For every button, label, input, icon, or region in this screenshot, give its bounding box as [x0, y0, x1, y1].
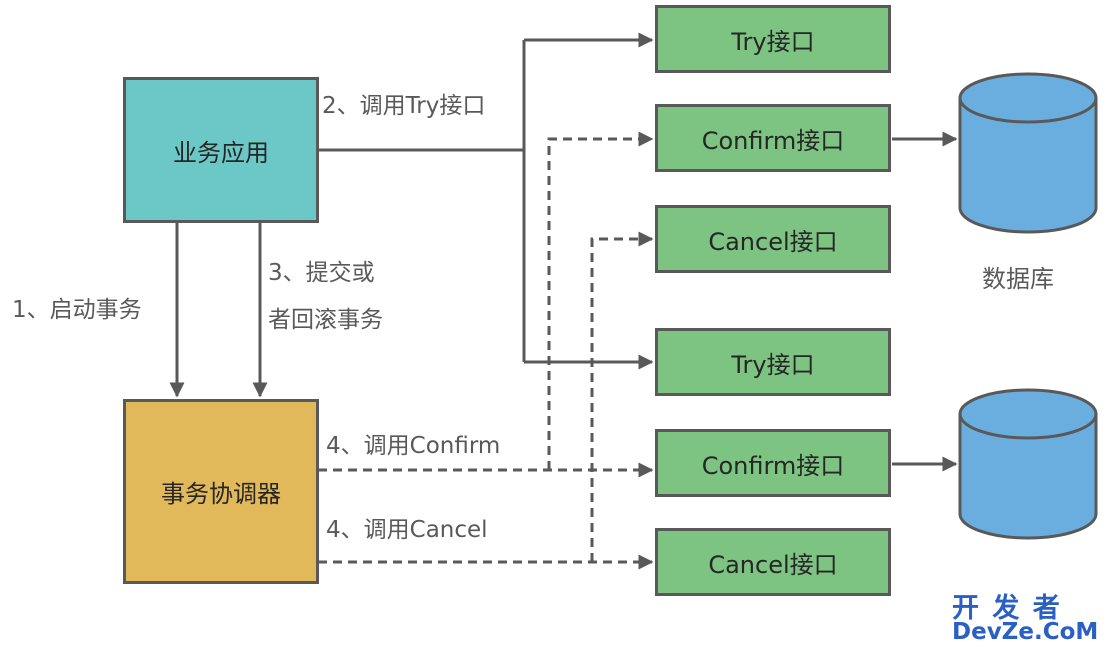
edge-label-call-confirm: 4、调用Confirm [326, 433, 501, 459]
edge-label-commit-rollback-2: 者回滚事务 [268, 307, 383, 333]
watermark-logo-top: 开 发 者 [952, 593, 1062, 624]
business-app-node: 业务应用 [123, 77, 319, 223]
cancel-branch-1 [590, 231, 654, 562]
try-interface-1: Try接口 [655, 5, 891, 73]
cancel-interface-2: Cancel接口 [655, 528, 891, 596]
confirm-interface-2: Confirm接口 [655, 429, 891, 497]
database-label: 数据库 [982, 265, 1054, 293]
confirm-branch-1 [547, 131, 654, 470]
confirm-interface-1: Confirm接口 [655, 104, 891, 172]
database-icon-1 [958, 72, 1098, 234]
cancel-interface-1: Cancel接口 [655, 205, 891, 273]
edge-label-start-tx: 1、启动事务 [12, 297, 142, 323]
edge-label-call-cancel: 4、调用Cancel [326, 517, 488, 543]
try-interface-2: Try接口 [655, 328, 891, 396]
try-call-edges [318, 32, 654, 370]
watermark-logo-bottom: DevZe.CoM [952, 619, 1099, 645]
coordinator-node: 事务协调器 [123, 399, 319, 584]
edge-label-call-try: 2、调用Try接口 [322, 93, 486, 119]
edge-label-commit-rollback-1: 3、提交或 [268, 260, 375, 286]
database-icon-2 [958, 388, 1098, 540]
confirm-cancel-edges [318, 131, 654, 570]
